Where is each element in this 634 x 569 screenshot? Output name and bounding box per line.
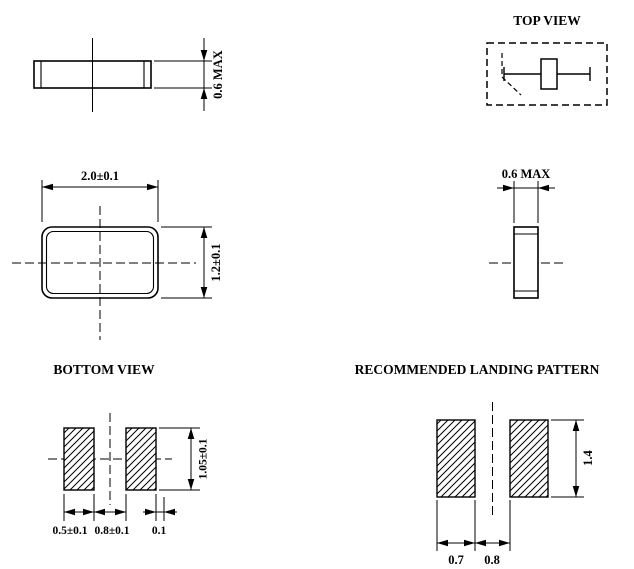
bottom-view: BOTTOM VIEW 1.05±0.1 0.5±0.1 0.8±0.1 0.1 <box>48 362 210 537</box>
landing-pattern: RECOMMENDED LANDING PATTERN 1.4 0.7 0.8 <box>355 362 600 567</box>
side-view-height-dim-label: 0.6 MAX <box>211 50 225 99</box>
top-view-title: TOP VIEW <box>513 13 581 28</box>
bottom-view-pad-height-dim-label: 1.05±0.1 <box>198 438 210 479</box>
landing-pattern-pad-width-dim-label: 0.7 <box>448 553 464 567</box>
top-view-chamfer-line <box>501 53 522 96</box>
bottom-view-title: BOTTOM VIEW <box>53 362 155 377</box>
top-view: TOP VIEW <box>486 13 608 106</box>
front-view-height-dim-label: 1.2±0.1 <box>209 243 223 281</box>
front-view-width-dim-label: 2.0±0.1 <box>81 169 119 183</box>
landing-pattern-left-pad <box>436 419 476 498</box>
front-view: 2.0±0.1 1.2±0.1 <box>12 169 223 340</box>
bottom-view-pad-width-dim-label: 0.5±0.1 <box>52 525 87 537</box>
side-view: 0.6 MAX <box>33 38 225 112</box>
end-view-body <box>513 226 539 299</box>
landing-pattern-pad-gap-dim-label: 0.8 <box>484 553 500 567</box>
landing-pattern-pad-height-dim-label: 1.4 <box>581 449 595 465</box>
bottom-view-edge-dim-label: 0.1 <box>152 525 167 537</box>
landing-pattern-right-pad <box>509 419 549 498</box>
end-view: 0.6 MAX <box>489 167 566 299</box>
bottom-view-pad-gap-dim-label: 0.8±0.1 <box>94 525 129 537</box>
top-view-crystal-mount <box>540 58 558 90</box>
bottom-view-right-pad <box>125 427 157 491</box>
bottom-view-left-pad <box>63 427 95 491</box>
end-view-width-dim-label: 0.6 MAX <box>502 167 551 181</box>
top-view-package-outline <box>486 42 608 106</box>
landing-pattern-title: RECOMMENDED LANDING PATTERN <box>355 362 600 377</box>
